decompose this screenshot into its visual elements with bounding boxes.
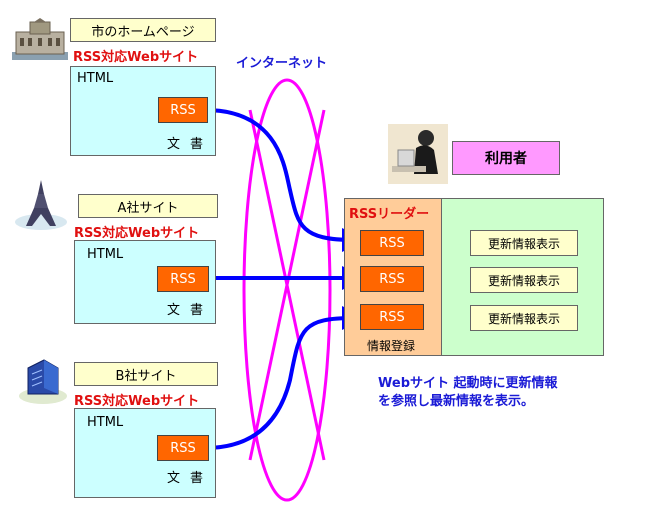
update-display-box[interactable]: 更新情報表示 [470, 305, 578, 331]
html-label: HTML [87, 415, 124, 430]
document-label: 文書 [167, 137, 214, 152]
reader-rss-button[interactable]: RSS [360, 230, 424, 256]
rss-reader-title: RSSリーダー [349, 207, 430, 222]
site-title: RSS対応Webサイト [73, 50, 199, 65]
update-display-box[interactable]: 更新情報表示 [470, 267, 578, 293]
eiffel-tower-icon [14, 180, 68, 230]
document-label: 文書 [167, 303, 214, 318]
office-building-icon [18, 356, 68, 404]
city-building-icon [12, 18, 68, 60]
caption-line-1: Webサイト 起動時に更新情報 [378, 376, 558, 391]
site-rss-button[interactable]: RSS [157, 435, 209, 461]
feed-arrow-3 [204, 306, 366, 450]
site-rss-button[interactable]: RSS [157, 266, 209, 292]
site-name-label: 市のホームページ [70, 18, 216, 42]
caption-line-2: を参照し最新情報を表示。 [378, 394, 535, 409]
register-label: 情報登録 [367, 339, 416, 353]
reader-rss-button[interactable]: RSS [360, 304, 424, 330]
internet-label: インターネット [236, 56, 328, 71]
feed-arrow-1 [204, 108, 366, 252]
update-display-box[interactable]: 更新情報表示 [470, 230, 578, 256]
user-label: 利用者 [452, 141, 560, 175]
html-document-box: HTML RSS 文書 [74, 408, 216, 498]
site-name-label: A社サイト [78, 194, 218, 218]
user-person-icon [388, 124, 448, 184]
html-label: HTML [77, 71, 114, 86]
site-title: RSS対応Webサイト [74, 394, 200, 409]
reader-rss-button[interactable]: RSS [360, 266, 424, 292]
html-document-box: HTML RSS 文書 [70, 66, 216, 156]
site-name-label: B社サイト [74, 362, 218, 386]
html-document-box: HTML RSS 文書 [74, 240, 216, 324]
html-label: HTML [87, 247, 124, 262]
site-title: RSS対応Webサイト [74, 226, 200, 241]
site-rss-button[interactable]: RSS [158, 97, 208, 123]
internet-network [242, 78, 332, 502]
document-label: 文書 [167, 471, 214, 486]
